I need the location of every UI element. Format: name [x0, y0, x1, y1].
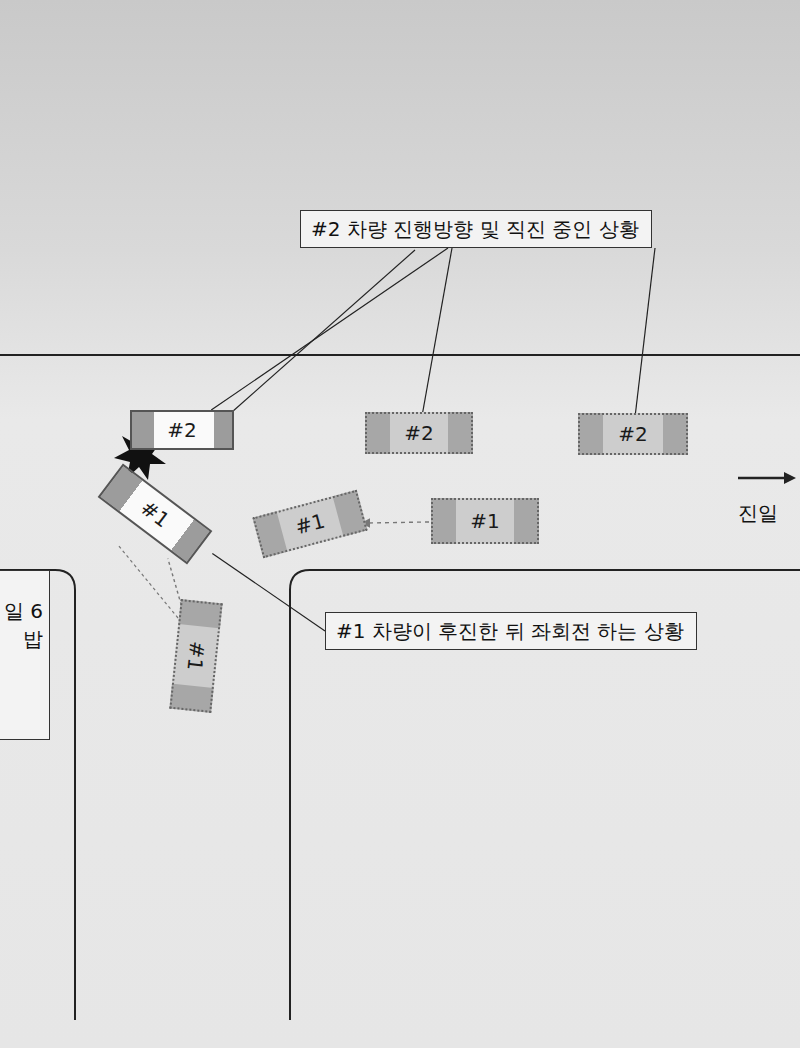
vehicle-number: #2: [618, 422, 647, 446]
callout-text: #2 차량 진행방향 및 직진 중인 상황: [311, 217, 639, 241]
vehicle-number: #1: [136, 496, 174, 533]
side-box: 일 6 밥: [0, 570, 50, 740]
vehicle-number: #1: [183, 640, 210, 672]
vehicle-1: #1: [98, 464, 213, 565]
vehicle-number: #1: [470, 509, 499, 533]
leader-line: [423, 248, 452, 412]
direction-arrow-head: [784, 472, 796, 484]
vehicle-2: #2: [130, 410, 234, 450]
vehicle-2-ghost: #2: [578, 413, 688, 455]
trajectory-line: [168, 558, 181, 605]
direction-arrow: [738, 477, 786, 480]
leader-line: [211, 248, 448, 410]
direction-text: 진일: [738, 500, 778, 527]
vehicle-2-ghost: #2: [365, 412, 473, 454]
vehicle-1-ghost: #1: [169, 599, 222, 713]
leader-line: [212, 553, 325, 631]
vehicle-1-ghost: #1: [252, 490, 367, 559]
movement-arrow: [362, 522, 437, 523]
callout-box: #2 차량 진행방향 및 직진 중인 상황: [300, 210, 652, 248]
leader-line: [635, 248, 655, 413]
vehicle-number: #2: [167, 418, 196, 442]
road-edge: [290, 570, 800, 1020]
vehicle-number: #1: [293, 509, 328, 540]
callout-box: #1 차량이 후진한 뒤 좌회전 하는 상황: [325, 612, 697, 650]
road-edge: [0, 354, 800, 356]
leader-line: [232, 250, 415, 412]
callout-text: 일 6 밥: [4, 599, 43, 651]
vehicle-1-ghost: #1: [431, 498, 539, 544]
callout-text: #1 차량이 후진한 뒤 좌회전 하는 상황: [336, 619, 684, 643]
trajectory-line: [118, 545, 178, 618]
vehicle-number: #2: [404, 421, 433, 445]
